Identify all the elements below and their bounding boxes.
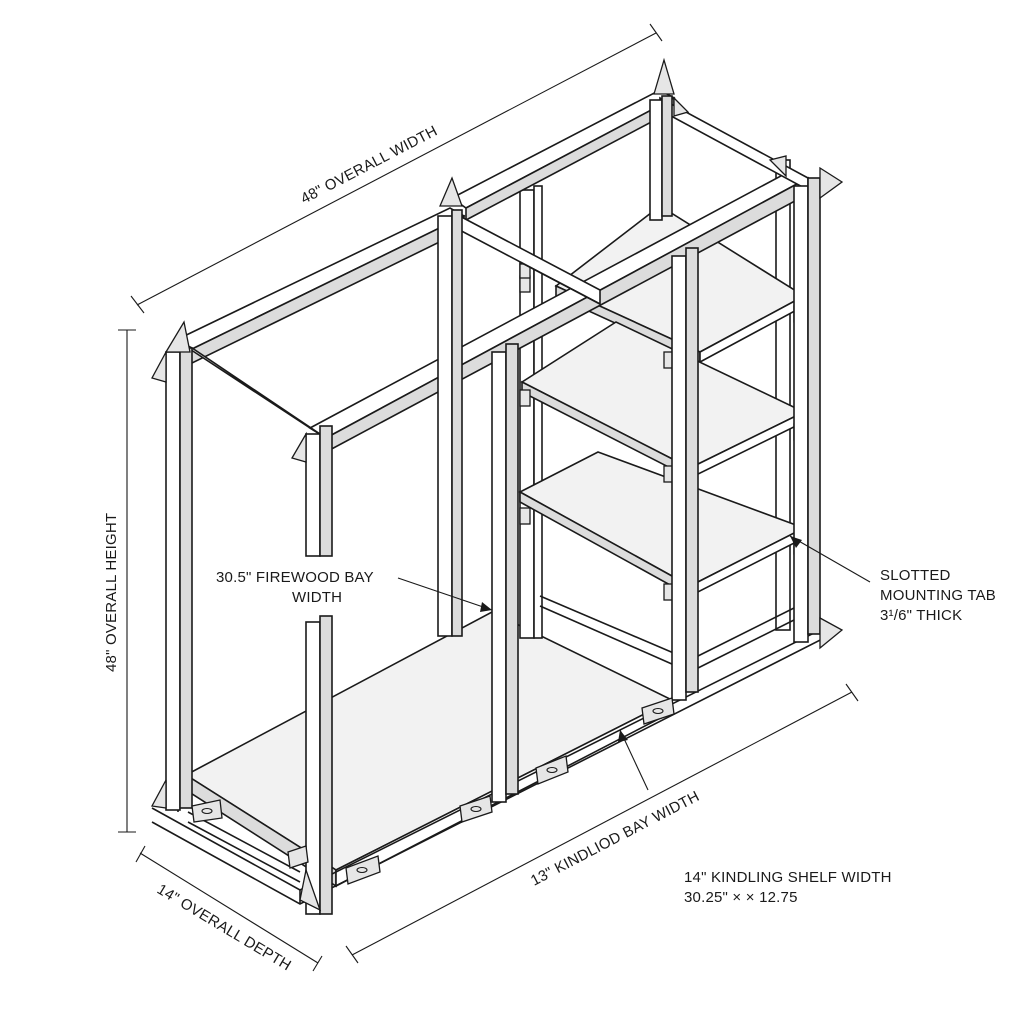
label-overall-depth: 14" OVERALL DEPTH xyxy=(154,881,294,974)
label-firewood-bay-line1: 30.5" FIREWOOD BAY xyxy=(216,569,374,586)
label-firewood-bay-line2: WIDTH xyxy=(292,589,342,606)
mounting-tab xyxy=(535,755,569,785)
dimension-lines xyxy=(118,23,859,972)
mounting-tab xyxy=(459,795,493,823)
dimension-labels: 48" OVERALL WIDTH 48" OVERALL HEIGHT 14"… xyxy=(103,122,996,974)
kindling-unit-rear-posts xyxy=(519,159,791,639)
frame-posts xyxy=(165,95,821,915)
mounting-tab xyxy=(345,855,381,885)
label-shelf-line1: 14" KINDLING SHELF WIDTH xyxy=(684,869,892,886)
mounting-tab xyxy=(287,845,309,869)
label-shelf-line2: 30.25" × × 12.75 xyxy=(684,889,798,906)
label-slotted-line3: 3¹/6" THICK xyxy=(880,607,962,624)
corner-brackets xyxy=(150,57,844,912)
mounting-tab xyxy=(191,799,223,823)
slotted-mounting-tabs xyxy=(191,697,675,885)
mounting-tab xyxy=(641,697,675,725)
label-kindling-bay: 13" KINDLIOD BAY WIDTH xyxy=(528,788,702,890)
label-overall-width: 48" OVERALL WIDTH xyxy=(298,122,440,207)
label-overall-height: 48" OVERALL HEIGHT xyxy=(103,513,120,672)
leader-lines xyxy=(397,535,871,791)
label-slotted-line1: SLOTTED xyxy=(880,567,951,584)
label-slotted-line2: MOUNTING TAB xyxy=(880,587,996,604)
